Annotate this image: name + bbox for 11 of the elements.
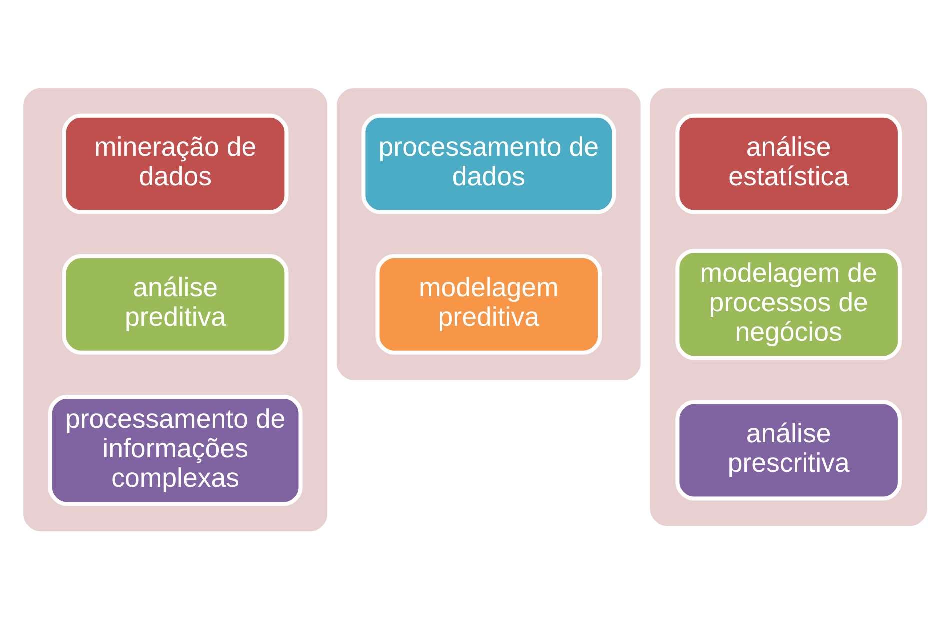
node-box: modelagem preditiva: [376, 254, 602, 354]
cluster: [650, 88, 928, 526]
node-box: análise prescritiva: [676, 400, 902, 500]
cluster: [24, 88, 328, 532]
node-box: mineração de dados: [62, 113, 289, 214]
cluster: [336, 88, 641, 380]
node-box: modelagem de processos de negócios: [676, 248, 902, 360]
node-box: processamento de informações complexas: [48, 394, 303, 506]
node-box: análise estatística: [676, 113, 902, 214]
node-box: análise preditiva: [62, 254, 289, 354]
node-box: processamento de dados: [362, 113, 616, 214]
